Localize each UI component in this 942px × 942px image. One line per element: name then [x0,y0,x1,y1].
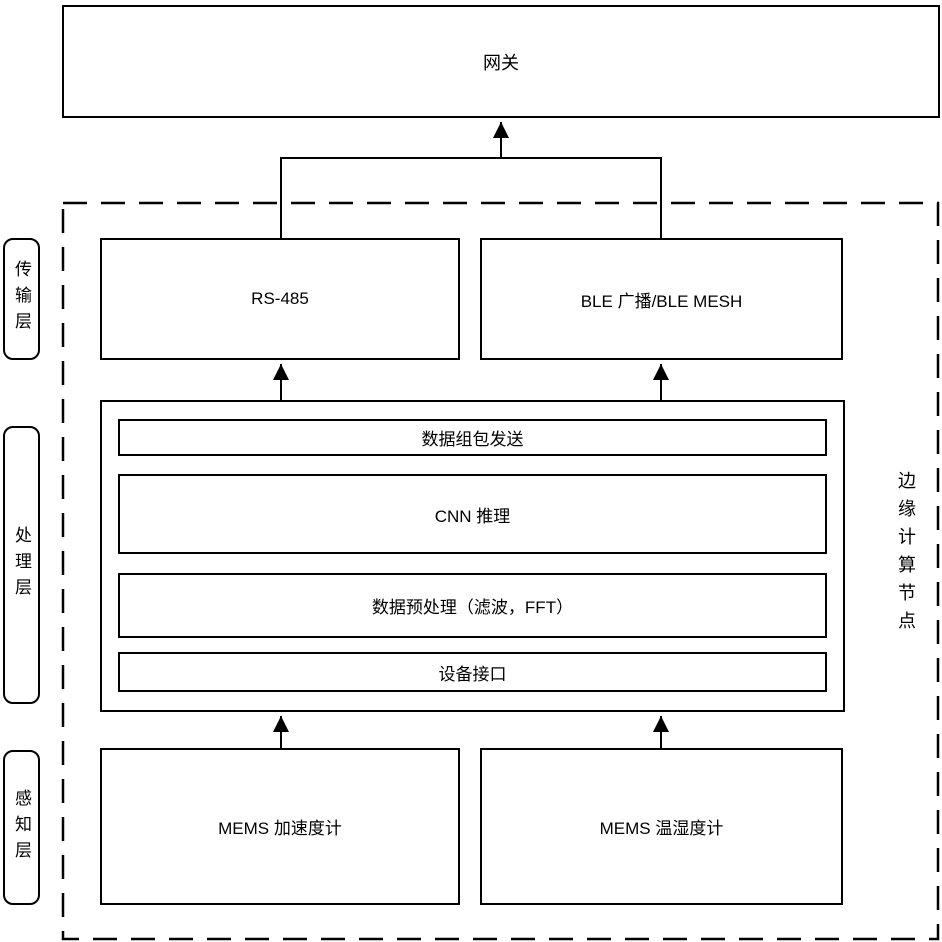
transport-layer-label: 传输层 [12,260,31,338]
rs485-label: RS-485 [251,289,309,308]
perception-layer-label: 感知层 [12,788,31,867]
processing-layer-pill: 处理层 [3,426,40,704]
gateway-box: 网关 [62,5,940,118]
edge-node-boundary [61,201,940,941]
device-interface-box: 设备接口 [118,652,827,692]
gateway-label: 网关 [483,52,519,73]
cnn-inference-label: CNN 推理 [434,506,511,526]
cnn-inference-box: CNN 推理 [118,474,827,554]
edge-node-label: 边缘计算节点 [896,471,916,639]
transport-layer-pill: 传输层 [3,238,40,360]
preprocess-label: 数据预处理（滤波，FFT） [371,598,574,617]
rs485-box: RS-485 [100,238,460,360]
ble-box: BLE 广播/BLE MESH [480,238,843,360]
processing-layer-label: 处理层 [12,526,31,604]
mems-hygrothermometer-box: MEMS 温湿度计 [480,748,843,905]
perception-layer-pill: 感知层 [3,750,40,905]
pack-send-box: 数据组包发送 [118,419,827,456]
device-interface-label: 设备接口 [438,664,507,684]
preprocess-box: 数据预处理（滤波，FFT） [118,573,827,638]
edge-node-label-wrap: 边缘计算节点 [885,455,927,655]
pack-send-label: 数据组包发送 [421,430,524,449]
ble-label: BLE 广播/BLE MESH [580,291,743,311]
mems-hygrothermometer-label: MEMS 温湿度计 [599,819,724,838]
mems-accelerometer-box: MEMS 加速度计 [100,748,460,905]
merge-connector [280,157,662,238]
mems-accelerometer-label: MEMS 加速度计 [218,819,342,838]
